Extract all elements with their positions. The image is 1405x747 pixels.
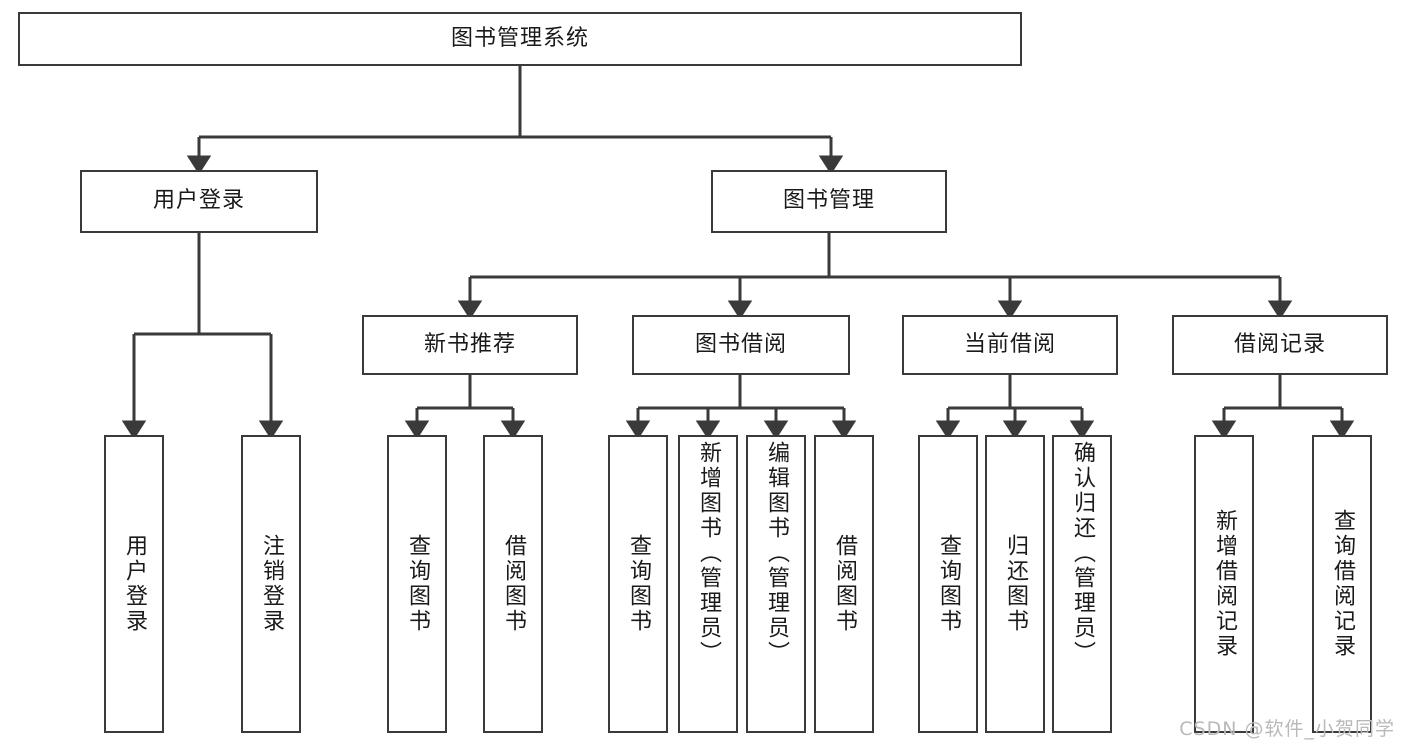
node-leaf-query-book-3[interactable]: 查询图书: [918, 435, 978, 733]
node-leaf-return-book-label: 归还图书: [1003, 534, 1028, 634]
watermark-text: CSDN @软件_小贺同学: [1179, 718, 1395, 740]
node-leaf-return-book[interactable]: 归还图书: [985, 435, 1045, 733]
node-user-login-label: 用户登录: [152, 188, 245, 214]
node-book-manage-label: 图书管理: [782, 188, 875, 214]
node-root-label: 图书管理系统: [450, 25, 589, 51]
node-root[interactable]: 图书管理系统: [18, 12, 1022, 66]
node-leaf-user-login[interactable]: 用户登录: [104, 435, 164, 733]
node-leaf-borrow-book-2[interactable]: 借阅图书: [814, 435, 874, 733]
node-leaf-query-book-1-label: 查询图书: [405, 534, 430, 634]
node-borrow-record[interactable]: 借阅记录: [1172, 315, 1388, 375]
node-leaf-query-book-1[interactable]: 查询图书: [387, 435, 447, 733]
node-leaf-edit-book[interactable]: 编辑图书（管理员）: [746, 435, 806, 733]
node-leaf-borrow-book-2-label: 借阅图书: [832, 534, 857, 634]
node-leaf-add-book-label: 新增图书（管理员）: [696, 441, 721, 666]
node-leaf-query-book-2-label: 查询图书: [626, 534, 651, 634]
node-user-login[interactable]: 用户登录: [80, 170, 318, 233]
node-leaf-edit-book-label: 编辑图书（管理员）: [764, 441, 789, 666]
node-leaf-user-login-label: 用户登录: [122, 534, 147, 634]
node-leaf-user-logout-label: 注销登录: [259, 534, 284, 634]
node-borrow-record-label: 借阅记录: [1233, 331, 1326, 357]
node-leaf-query-book-3-label: 查询图书: [936, 534, 961, 634]
node-leaf-query-record-label: 查询借阅记录: [1330, 509, 1355, 659]
node-leaf-confirm-return-label: 确认归还（管理员）: [1070, 441, 1095, 666]
node-leaf-query-record[interactable]: 查询借阅记录: [1312, 435, 1372, 733]
node-book-manage[interactable]: 图书管理: [711, 170, 947, 233]
node-new-book-recommend-label: 新书推荐: [423, 331, 516, 357]
node-leaf-borrow-book-1-label: 借阅图书: [501, 534, 526, 634]
node-leaf-borrow-book-1[interactable]: 借阅图书: [483, 435, 543, 733]
node-current-borrow-label: 当前借阅: [963, 331, 1056, 357]
node-leaf-add-book[interactable]: 新增图书（管理员）: [678, 435, 738, 733]
node-new-book-recommend[interactable]: 新书推荐: [362, 315, 578, 375]
node-leaf-query-book-2[interactable]: 查询图书: [608, 435, 668, 733]
node-leaf-user-logout[interactable]: 注销登录: [241, 435, 301, 733]
node-book-borrow-label: 图书借阅: [694, 331, 787, 357]
node-leaf-add-record-label: 新增借阅记录: [1212, 509, 1237, 659]
node-book-borrow[interactable]: 图书借阅: [632, 315, 850, 375]
node-leaf-add-record[interactable]: 新增借阅记录: [1194, 435, 1254, 733]
node-current-borrow[interactable]: 当前借阅: [902, 315, 1118, 375]
node-leaf-confirm-return[interactable]: 确认归还（管理员）: [1052, 435, 1112, 733]
